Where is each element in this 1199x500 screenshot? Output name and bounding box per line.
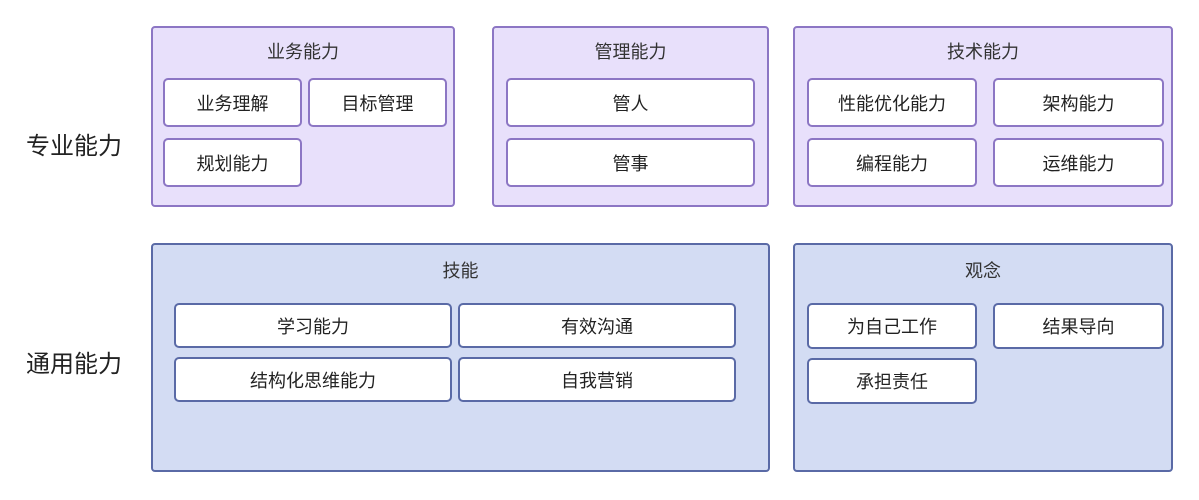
capability-node: 有效沟通 <box>458 303 736 348</box>
group-mindset: 观念 为自己工作 结果导向 承担责任 <box>793 243 1173 472</box>
group-title: 业务能力 <box>267 42 339 63</box>
capability-node: 承担责任 <box>807 358 977 404</box>
capability-node: 架构能力 <box>993 78 1164 127</box>
row-label-professional: 专业能力 <box>26 132 122 160</box>
group-technical: 技术能力 性能优化能力 架构能力 编程能力 运维能力 <box>793 26 1173 207</box>
group-title: 观念 <box>965 261 1001 282</box>
capability-node: 目标管理 <box>308 78 447 127</box>
capability-node: 规划能力 <box>163 138 302 187</box>
capability-node: 管事 <box>506 138 755 187</box>
capability-node: 管人 <box>506 78 755 127</box>
capability-node: 结构化思维能力 <box>174 357 452 402</box>
group-skills: 技能 学习能力 有效沟通 结构化思维能力 自我营销 <box>151 243 770 472</box>
capability-node: 学习能力 <box>174 303 452 348</box>
group-management: 管理能力 管人 管事 <box>492 26 769 207</box>
row-label-general: 通用能力 <box>26 350 122 378</box>
group-title: 管理能力 <box>594 42 667 63</box>
capability-node: 编程能力 <box>807 138 977 187</box>
group-title: 技能 <box>442 261 479 282</box>
capability-node: 结果导向 <box>993 303 1164 349</box>
capability-node: 运维能力 <box>993 138 1164 187</box>
group-business: 业务能力 业务理解 目标管理 规划能力 <box>151 26 455 207</box>
capability-node: 为自己工作 <box>807 303 977 349</box>
group-title: 技术能力 <box>947 42 1019 63</box>
capability-node: 业务理解 <box>163 78 302 127</box>
capability-node: 性能优化能力 <box>807 78 977 127</box>
capability-node: 自我营销 <box>458 357 736 402</box>
